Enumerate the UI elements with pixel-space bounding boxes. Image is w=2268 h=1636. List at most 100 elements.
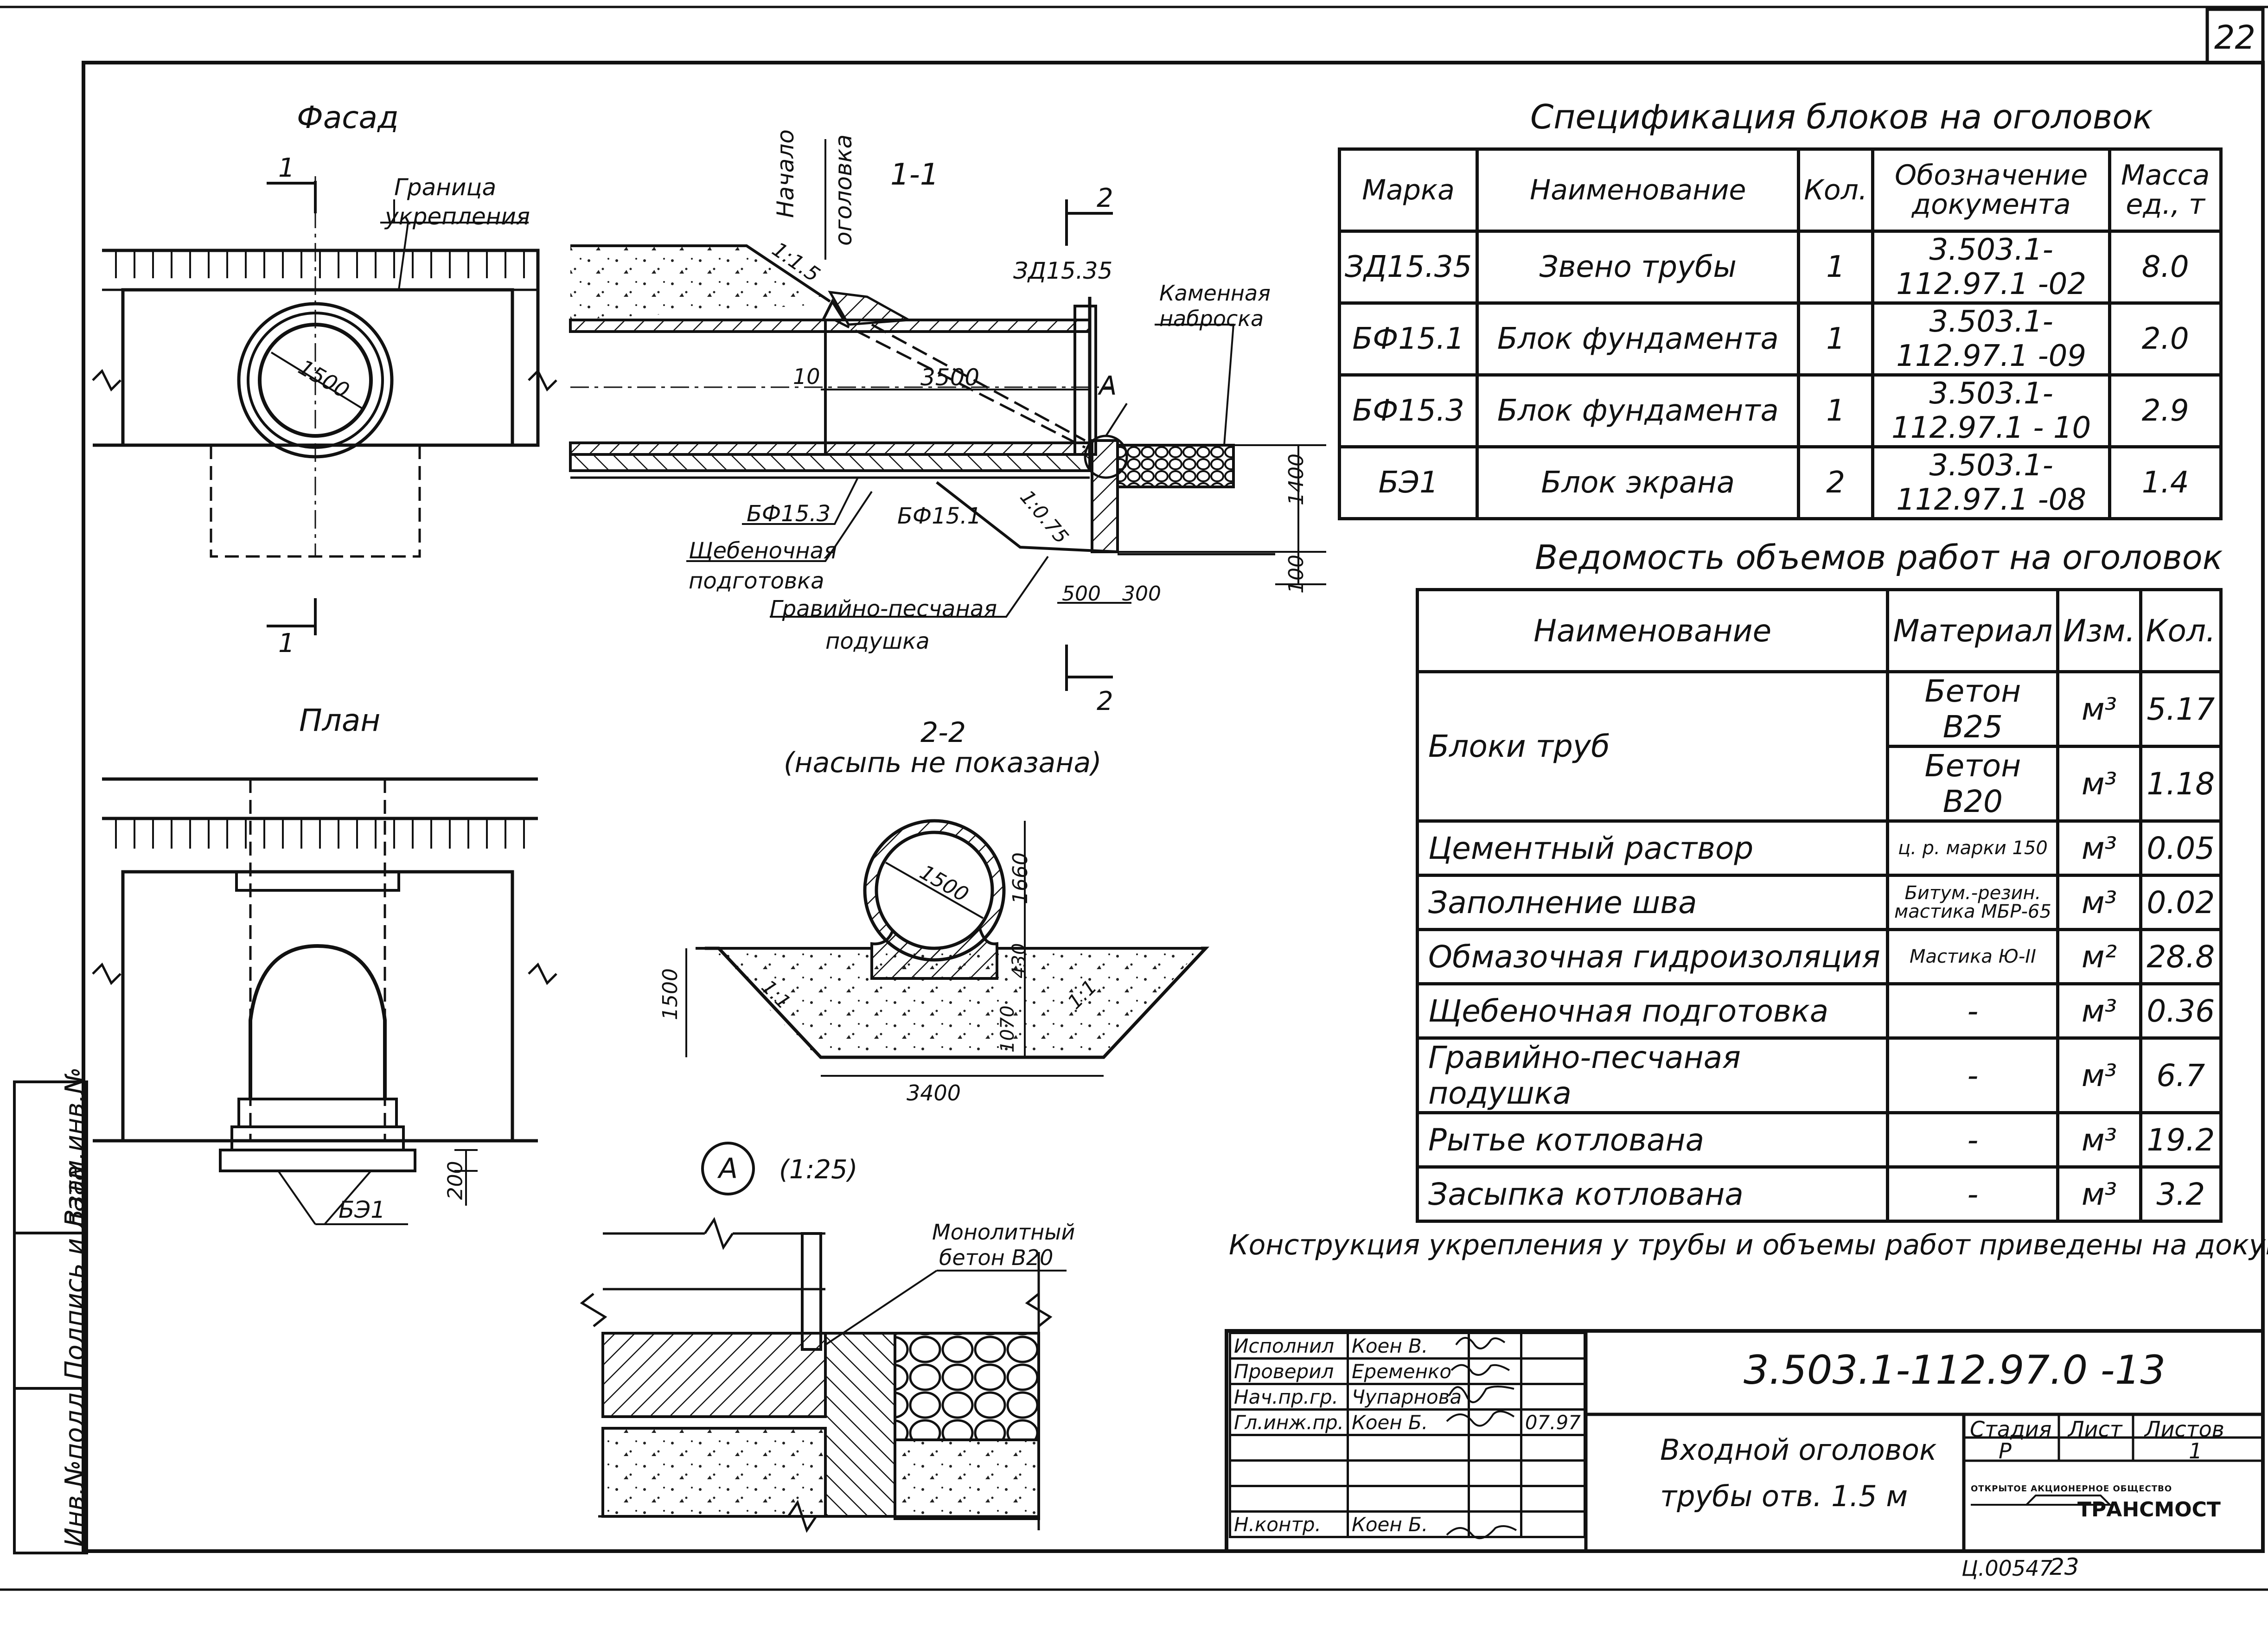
table-row: Рытье котлована - м³ 19.2 [1415, 1111, 2223, 1169]
signer-date [1520, 1459, 1586, 1487]
facade-title: Фасад [297, 100, 399, 135]
section11-sand-2: подушка [825, 628, 930, 654]
works-cell: ц. р. марки 150 [1886, 819, 2060, 877]
table-row: Щебеночная подготовка - м³ 0.36 [1415, 982, 2223, 1040]
section11-dim-100: 100 [1284, 555, 1308, 594]
sheet-label: Лист [2068, 1417, 2122, 1442]
works-cell: 1.18 [2139, 745, 2223, 823]
section11-gravel-2: подготовка [689, 568, 824, 594]
spec-title: Спецификация блоков на оголовок [1530, 97, 2153, 136]
signer-role: Н.контр. [1228, 1510, 1349, 1538]
section11-bf151: БФ15.1 [897, 503, 982, 529]
spec-header-cell: Марка [1337, 147, 1479, 233]
signer-name [1347, 1434, 1470, 1462]
table-row: Засыпка котлована - м³ 3.2 [1415, 1165, 2223, 1223]
works-cell: - [1886, 1111, 2060, 1169]
plan-dim-200: 200 [443, 1161, 467, 1200]
spec-cell: 3.503.1-112.97.1 -02 [1871, 230, 2112, 305]
signer-name: Коен В. [1347, 1332, 1470, 1360]
detail-letter: А [719, 1152, 738, 1185]
table-row: Заполнение шва Битум.-резин. мастика МБР… [1415, 874, 2223, 931]
works-cell: Бетон В25 [1886, 670, 2060, 748]
works-cell: 3.2 [2139, 1165, 2223, 1223]
side-strip-label: Инв.№подл. [60, 1384, 90, 1547]
section22-dim-1070: 1070 [997, 1005, 1018, 1053]
signer-name: Чупарнова [1347, 1383, 1470, 1411]
signer-name [1347, 1459, 1470, 1487]
signer-name: Еременко [1347, 1357, 1470, 1385]
works-cell: Рытье котлована [1415, 1111, 1890, 1169]
signer-date [1520, 1383, 1586, 1411]
side-strip: Инв.№подл. Подпись и дата Взам.инв.№ [13, 1067, 90, 1554]
drawing-title-2: трубы отв. 1.5 м [1660, 1479, 1908, 1513]
table-row: Обмазочная гидроизоляция Мастика Ю-II м²… [1415, 928, 2223, 985]
table-row [1228, 1434, 1586, 1462]
signer-role: Исполнил [1228, 1332, 1349, 1360]
signer-date [1520, 1434, 1586, 1462]
page-number: 22 [2214, 19, 2256, 57]
works-cell: Мастика Ю-II [1886, 928, 2060, 985]
spec-header-cell: Кол. [1797, 147, 1874, 233]
signer-role: Нач.пр.гр. [1228, 1383, 1349, 1411]
works-header-row: Наименование Материал Изм. Кол. [1415, 588, 2223, 673]
spec-cell: Блок фундамента [1476, 373, 1801, 448]
section11-pipe-mark: ЗД15.35 [1013, 257, 1113, 284]
note-text: Конструкция укрепления у трубы и объемы … [1229, 1229, 2268, 1261]
table-row [1228, 1459, 1586, 1487]
signer-role: Гл.инж.пр. [1228, 1408, 1349, 1436]
table-row: Нач.пр.гр. Чупарнова [1228, 1383, 1586, 1411]
detail-label-2: бетон В20 [939, 1245, 1054, 1270]
spec-header-cell: Наименование [1476, 147, 1801, 233]
signer-role [1228, 1485, 1349, 1513]
works-header-cell: Материал [1886, 588, 2060, 673]
table-row [1228, 1485, 1586, 1513]
signer-signature [1467, 1383, 1522, 1411]
works-title: Ведомость объемов работ на оголовок [1535, 538, 2223, 577]
spec-header-row: Марка Наименование Кол. Обозначение доку… [1337, 147, 2223, 233]
spec-cell: 1 [1797, 230, 1874, 305]
spec-cell: 1 [1797, 373, 1874, 448]
stage-label: Стадия [1970, 1417, 2052, 1442]
signer-date [1520, 1510, 1586, 1538]
works-header-cell: Наименование [1415, 588, 1890, 673]
works-cell: м³ [2056, 745, 2142, 823]
works-cell: Щебеночная подготовка [1415, 982, 1890, 1040]
detail-a-view [580, 1142, 1067, 1533]
table-row: Н.контр. Коен Б. [1228, 1510, 1586, 1538]
footer-code: Ц.00547 [1961, 1556, 2053, 1581]
section22-title: 2-2 [920, 716, 966, 749]
section11-mark-2-top: 2 [1097, 183, 1113, 213]
sheet-frame [0, 6, 2268, 1591]
section22-subtitle: (насыпь не показана) [784, 747, 1102, 779]
signer-role [1228, 1459, 1349, 1487]
signer-signature [1467, 1459, 1522, 1487]
works-cell: м³ [2056, 819, 2142, 877]
spec-cell: Звено трубы [1476, 230, 1801, 305]
facade-boundary-label-2: укрепления [385, 203, 530, 230]
section11-title: 1-1 [890, 158, 939, 192]
detail-label-1: Монолитный [932, 1220, 1075, 1245]
spec-cell: 1.4 [2108, 445, 2223, 520]
drawing-title-1: Входной оголовок [1660, 1433, 1937, 1467]
works-cell: Цементный раствор [1415, 819, 1890, 877]
signer-signature [1467, 1357, 1522, 1385]
signer-name: Коен Б. [1347, 1408, 1470, 1436]
works-table: Наименование Материал Изм. Кол. Блоки тр… [1415, 588, 2223, 1223]
table-row: Бетон В20 м³ 1.18 [1418, 745, 2223, 823]
table-row: БФ15.3 Блок фундамента 1 3.503.1-112.97.… [1337, 373, 2223, 448]
spec-cell: 2.9 [2108, 373, 2223, 448]
spec-cell: Блок фундамента [1476, 301, 1801, 377]
facade-view [92, 176, 557, 635]
works-cell: Блоки труб [1415, 670, 1890, 823]
spec-cell: 1 [1797, 301, 1874, 377]
side-strip-divider [16, 1387, 85, 1390]
works-header-cell: Кол. [2139, 588, 2223, 673]
table-row: Цементный раствор ц. р. марки 150 м³ 0.0… [1415, 819, 2223, 877]
spec-cell: БФ15.1 [1337, 301, 1479, 377]
signer-name [1347, 1485, 1470, 1513]
spec-header-cell: Обозначение документа [1871, 147, 2112, 233]
works-cell: Бетон В20 [1886, 745, 2060, 823]
works-cell: Засыпка котлована [1415, 1165, 1890, 1223]
